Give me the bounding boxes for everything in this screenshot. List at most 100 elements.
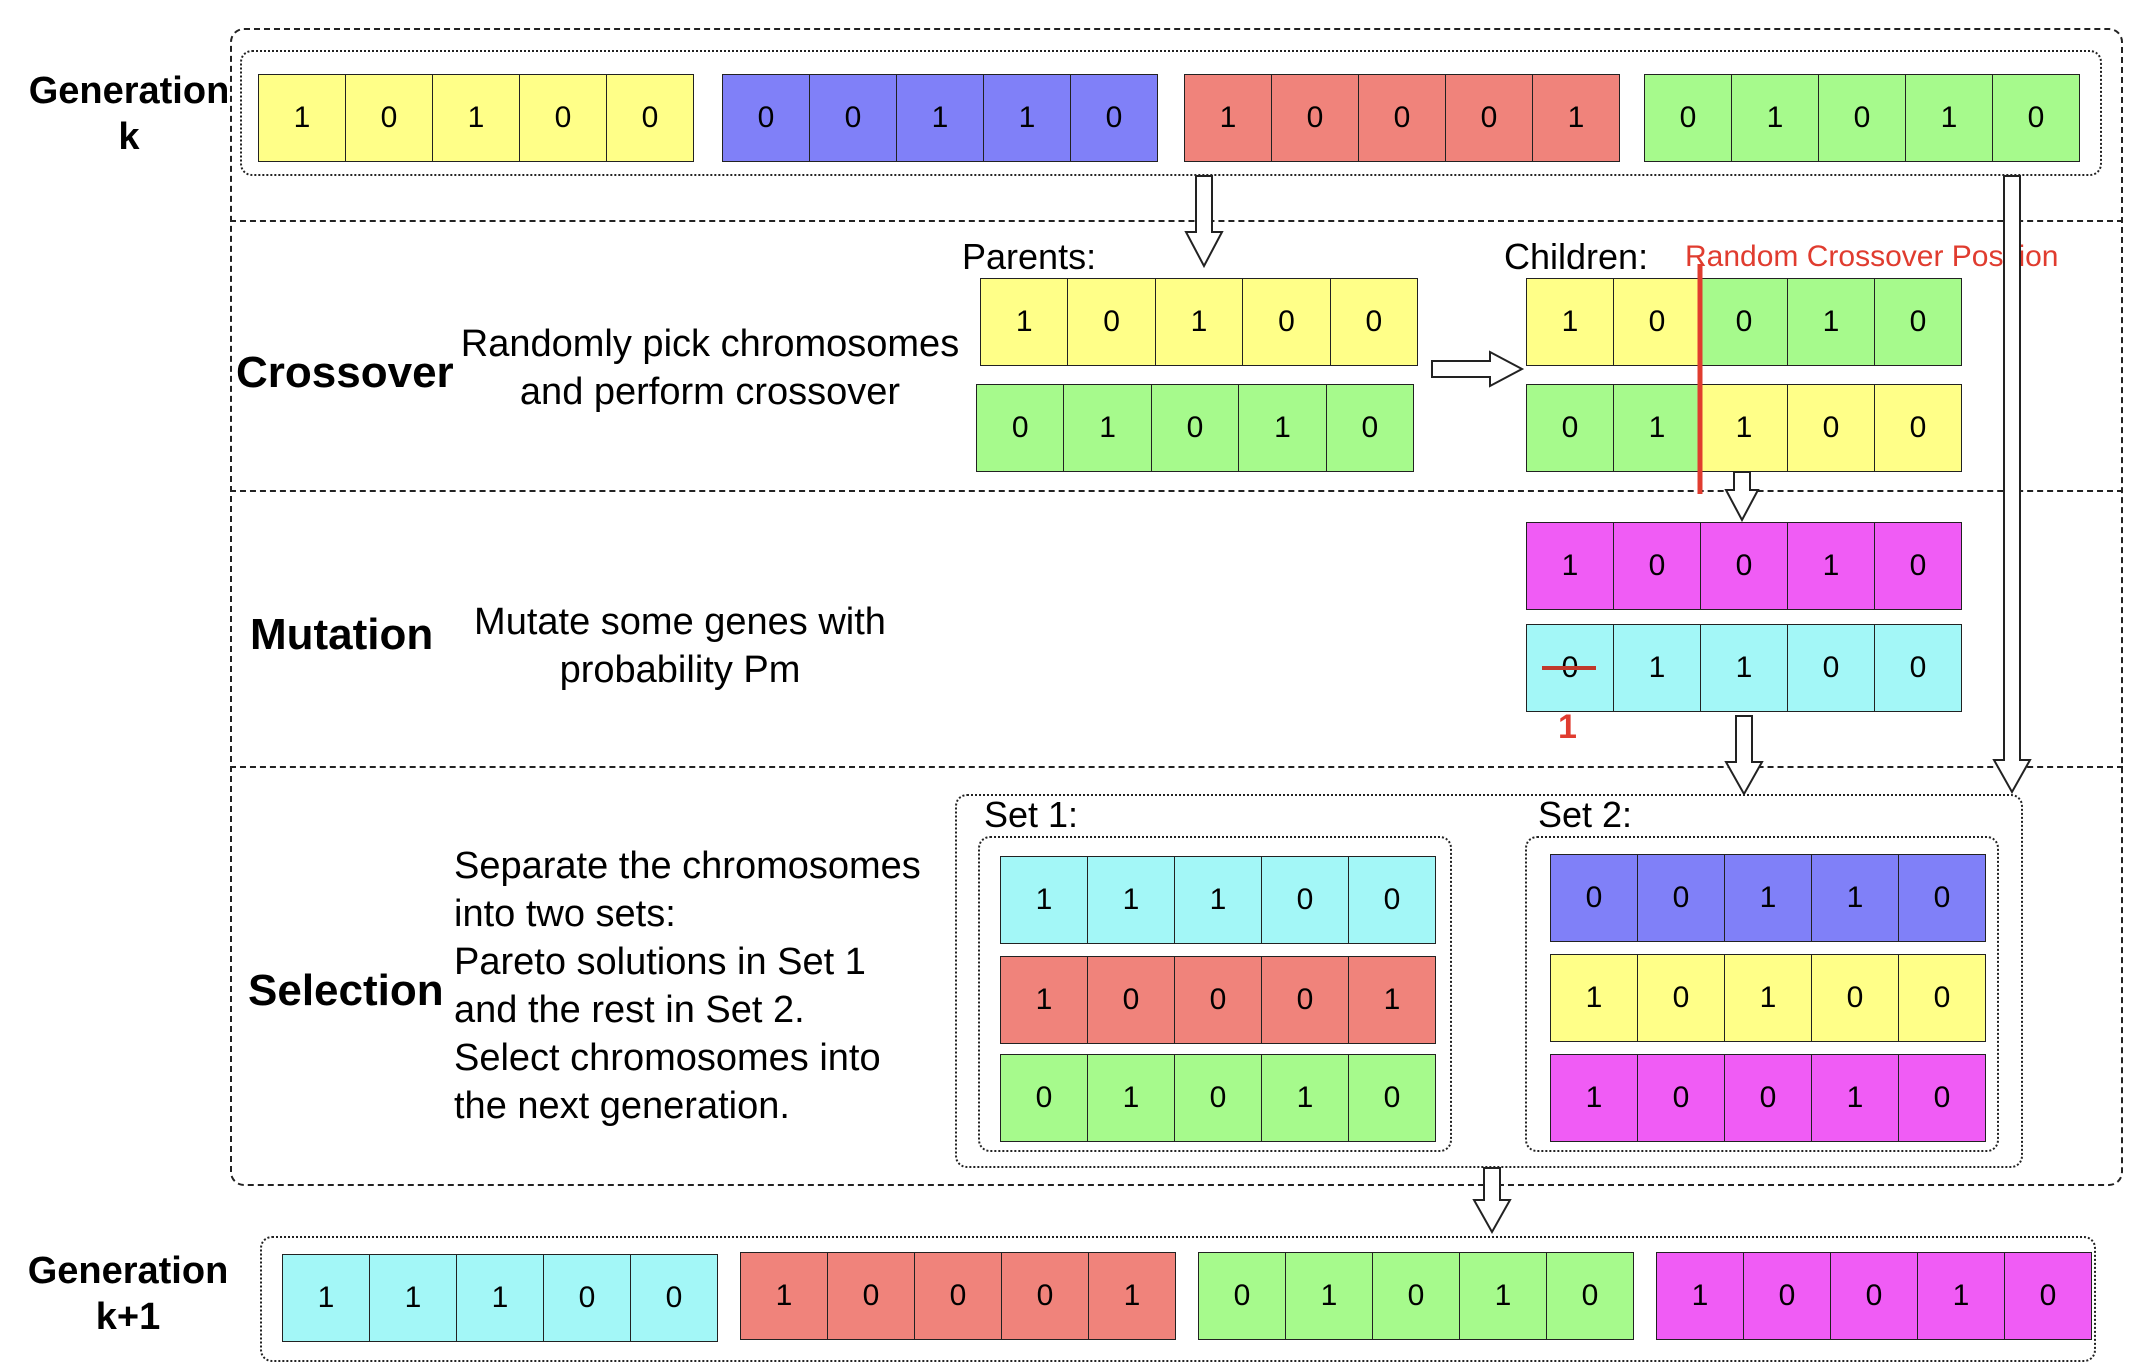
gene-cell: 1 — [283, 1255, 370, 1341]
set1-label: Set 1: — [984, 794, 1079, 835]
gene-cell: 0 — [1812, 955, 1899, 1041]
gene-cell: 1 — [370, 1255, 457, 1341]
gene-cell: 0 — [1547, 1253, 1633, 1339]
gene-cell: 0 — [1788, 625, 1875, 711]
gen-k-frame — [240, 50, 2102, 176]
gene-cell: 0 — [1175, 957, 1262, 1043]
gene-cell: 0 — [544, 1255, 631, 1341]
gene-cell: 0 — [1819, 75, 1906, 161]
gene-cell: 1 — [1527, 523, 1614, 609]
gene-cell: 1 — [1460, 1253, 1547, 1339]
gene-cell: 0 — [1151, 385, 1240, 471]
generation-k1-label: Generation k+1 — [27, 1250, 229, 1338]
gene-cell: 0 — [723, 75, 810, 161]
gene-cell: 1 — [1349, 957, 1435, 1043]
gene-cell: 0 — [1527, 625, 1614, 711]
gene-cell: 0 — [1373, 1253, 1460, 1339]
gene-cell: 0 — [1175, 1055, 1262, 1141]
gene-cell: 1 — [457, 1255, 544, 1341]
gene-cell: 0 — [828, 1253, 915, 1339]
gene-cell: 0 — [607, 75, 693, 161]
gene-cell: 0 — [1349, 1055, 1435, 1141]
gene-cell: 1 — [1614, 385, 1701, 471]
gene-cell: 0 — [631, 1255, 717, 1341]
gene-cell: 0 — [1001, 1055, 1088, 1141]
set2-label: Set 2: — [1538, 794, 1633, 835]
divider-selection — [230, 766, 2123, 768]
gene-cell: 1 — [1175, 857, 1262, 943]
gene-cell: 1 — [1064, 385, 1152, 471]
gene-cell: 0 — [1088, 957, 1175, 1043]
gene-cell: 0 — [1551, 855, 1638, 941]
gene-cell: 1 — [1918, 1253, 2005, 1339]
gene-cell: 0 — [1899, 1055, 1985, 1141]
gene-cell: 0 — [1645, 75, 1732, 161]
gene-cell: 1 — [1657, 1253, 1744, 1339]
gene-cell: 1 — [1701, 385, 1788, 471]
gene-cell: 1 — [1812, 855, 1899, 941]
gene-cell: 1 — [1088, 857, 1175, 943]
gene-cell: 1 — [433, 75, 520, 161]
gene-cell: 0 — [1993, 75, 2079, 161]
gene-cell: 1 — [1906, 75, 1993, 161]
crossover-description: Randomly pick chromosomes and perform cr… — [460, 323, 960, 413]
gene-cell: 1 — [1286, 1253, 1373, 1339]
gene-cell: 0 — [1614, 279, 1701, 365]
gene-cell: 1 — [1001, 957, 1088, 1043]
gene-cell: 1 — [1155, 279, 1244, 365]
gene-cell: 1 — [1551, 1055, 1638, 1141]
set1-frame — [978, 836, 1452, 1152]
selection-description: Separate the chromosomes into two sets: … — [454, 845, 921, 1127]
gene-cell: 0 — [1638, 855, 1725, 941]
parents-label: Parents: — [962, 236, 1097, 277]
gene-cell: 0 — [1330, 279, 1418, 365]
gene-cell: 0 — [1359, 75, 1446, 161]
gene-cell: 1 — [1089, 1253, 1175, 1339]
crossover-label: Crossover — [236, 348, 454, 397]
set2-frame — [1525, 836, 1999, 1152]
gene-cell: 1 — [1732, 75, 1819, 161]
gene-cell: 0 — [1638, 955, 1725, 1041]
crossover-position-label: Random Crossover Position — [1685, 240, 2059, 273]
gene-cell: 0 — [1875, 523, 1961, 609]
gene-cell: 0 — [1071, 75, 1157, 161]
gene-cell: 0 — [915, 1253, 1002, 1339]
gene-cell: 1 — [1185, 75, 1272, 161]
gene-cell: 0 — [1875, 625, 1961, 711]
children-label: Children: — [1504, 236, 1649, 277]
gene-cell: 0 — [1272, 75, 1359, 161]
gene-cell: 0 — [1199, 1253, 1286, 1339]
gene-cell: 1 — [1527, 279, 1614, 365]
gene-cell: 1 — [1551, 955, 1638, 1041]
gene-cell: 0 — [1831, 1253, 1918, 1339]
gene-cell: 1 — [1614, 625, 1701, 711]
gene-cell: 0 — [1788, 385, 1875, 471]
gene-cell: 0 — [346, 75, 433, 161]
gene-cell: 1 — [1533, 75, 1619, 161]
gene-cell: 0 — [977, 385, 1065, 471]
gene-cell: 0 — [1614, 523, 1701, 609]
gene-cell: 1 — [1701, 625, 1788, 711]
gene-cell: 0 — [1262, 857, 1349, 943]
mutated-gene-value: 1 — [1558, 708, 1577, 746]
generation-k-label: Generation k — [28, 70, 230, 158]
divider-mutation — [230, 490, 2123, 492]
gene-cell: 1 — [1812, 1055, 1899, 1141]
gene-cell: 0 — [1068, 279, 1156, 365]
gene-cell: 0 — [1349, 857, 1435, 943]
gene-cell: 0 — [520, 75, 607, 161]
